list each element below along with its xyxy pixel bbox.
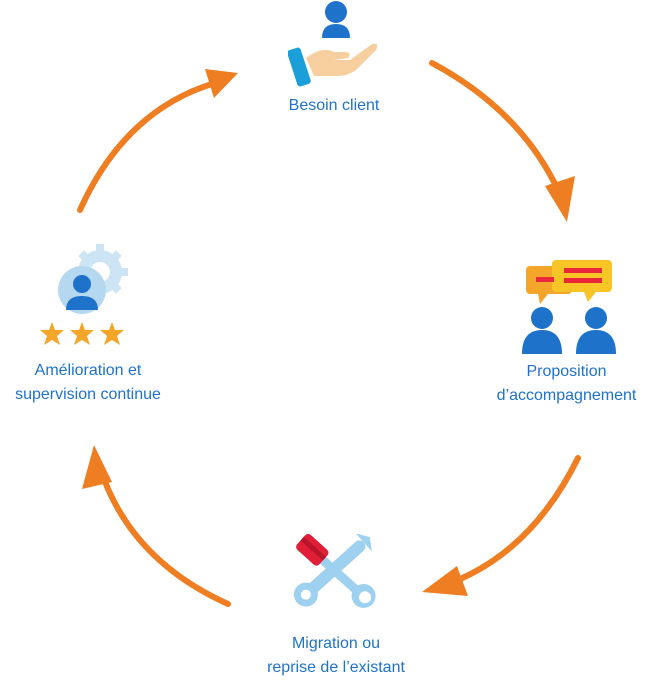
gear-user-stars-icon xyxy=(38,244,136,354)
step-label-line: d’accompagnement xyxy=(496,387,637,404)
step-label-line: Besoin client xyxy=(288,97,380,114)
step-label-line: reprise de l’existant xyxy=(267,659,405,676)
step-label-line: supervision continue xyxy=(15,386,161,403)
arrowhead-bottom-left xyxy=(82,445,112,489)
step-label-besoin-client: Besoin client xyxy=(254,94,414,118)
arrow-bottom-left xyxy=(97,465,231,607)
arrowhead-top-left xyxy=(205,69,238,98)
arrow-top-right xyxy=(429,60,561,193)
step-label-line: Amélioration et xyxy=(34,362,142,379)
hand-user-icon xyxy=(288,0,380,92)
arrowhead-top-right xyxy=(545,176,575,222)
tools-icon xyxy=(284,526,384,618)
step-label-migration: Migration ou reprise de l’existant xyxy=(246,632,426,680)
chat-people-icon xyxy=(518,258,618,356)
arrowhead-bottom-right xyxy=(422,566,468,596)
step-label-line: Proposition xyxy=(526,363,607,380)
arrow-bottom-right xyxy=(442,455,581,588)
step-label-proposition: Proposition d’accompagnement xyxy=(480,360,653,408)
arrow-top-left xyxy=(77,80,218,213)
step-label-line: Migration ou xyxy=(291,635,381,652)
step-label-amelioration: Amélioration et supervision continue xyxy=(0,359,176,407)
